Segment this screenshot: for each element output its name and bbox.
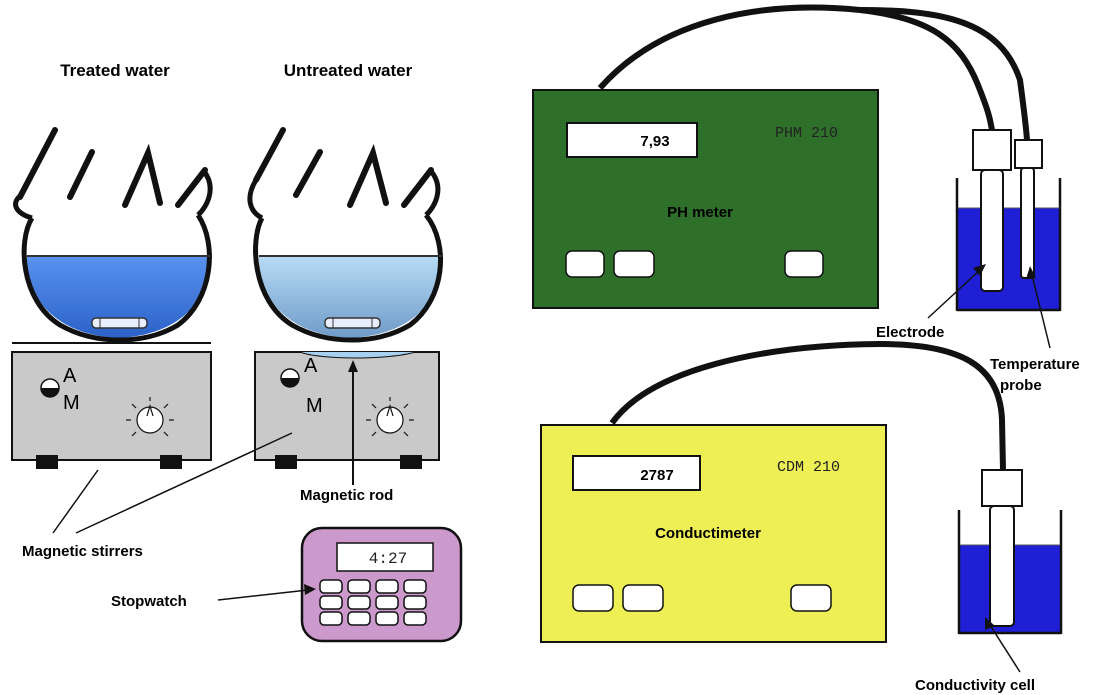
electrode-label: Electrode	[876, 324, 944, 341]
ph-meter-name: PH meter	[667, 204, 733, 221]
conductimeter-button-2	[622, 584, 664, 612]
magnetic-rod-label: Magnetic rod	[300, 487, 393, 504]
electrode-body	[980, 169, 1004, 292]
conductivity-cell-label: Conductivity cell	[915, 677, 1035, 694]
conductimeter-display	[572, 455, 701, 491]
stirrer-mark-m-2: M	[306, 395, 323, 417]
untreated-water-title: Untreated water	[284, 61, 413, 80]
ph-beaker	[955, 129, 1062, 312]
pointer-stirrer-1	[52, 469, 99, 534]
arrow-head-rod	[348, 360, 358, 372]
arrow-head-stopwatch	[304, 584, 316, 595]
conductivity-beaker	[957, 469, 1063, 635]
magnetic-rod-treated	[91, 317, 148, 329]
temp-cable	[859, 7, 1030, 141]
ph-button-1	[565, 250, 605, 278]
ph-cable	[597, 4, 995, 131]
conductimeter-name: Conductimeter	[655, 525, 761, 542]
ph-button-2	[613, 250, 655, 278]
conductimeter-reading: 2787	[640, 467, 673, 484]
treated-water-title: Treated water	[60, 61, 170, 80]
conductimeter: 2787 CDM 210 Conductimeter	[540, 424, 887, 643]
temperature-probe-body	[1020, 167, 1035, 279]
untreated-water-liquid	[258, 255, 442, 338]
untreated-flask	[247, 127, 444, 343]
conductivity-cell-head	[981, 469, 1023, 507]
conductimeter-button-3	[790, 584, 832, 612]
stirrer-mark-m: M	[63, 392, 80, 414]
pointer-temperature-probe	[1031, 274, 1051, 349]
magnetic-stirrer-treated: A M	[11, 342, 212, 469]
magnetic-stirrer-untreated: A M	[254, 351, 440, 469]
ph-display	[566, 122, 698, 158]
ph-reading: 7,93	[640, 133, 669, 150]
stopwatch-display	[336, 542, 434, 572]
pointer-electrode	[927, 269, 981, 319]
magnetic-stirrers-label: Magnetic stirrers	[22, 543, 143, 560]
temperature-probe-label-2: probe	[1000, 377, 1042, 394]
pointer-stirrer-2	[75, 432, 293, 534]
stopwatch: 4:27	[300, 526, 463, 643]
stirrer-mark-a: A	[63, 365, 77, 387]
conductimeter-model: CDM 210	[777, 459, 840, 476]
ph-meter: 7,93 PHM 210 PH meter	[532, 89, 879, 309]
stirrer-mark-a-2: A	[304, 355, 318, 377]
stopwatch-label: Stopwatch	[111, 593, 187, 610]
pointer-conductivity-cell	[989, 624, 1021, 673]
magnetic-rod-untreated	[324, 317, 381, 329]
electrode-head	[972, 129, 1012, 171]
temperature-probe-head	[1014, 139, 1043, 169]
treated-flask	[13, 127, 213, 343]
stirrer-knob-icon	[126, 397, 174, 437]
stopwatch-time: 4:27	[369, 550, 407, 568]
treated-water-liquid	[26, 255, 210, 338]
ph-model: PHM 210	[775, 125, 838, 142]
temperature-probe-label-1: Temperature	[990, 356, 1080, 373]
stopwatch-keypad	[319, 579, 427, 626]
conductivity-cell-body	[989, 505, 1015, 627]
conductimeter-button-1	[572, 584, 614, 612]
stirrer-knob-icon-2	[366, 397, 414, 437]
pointer-stopwatch	[217, 589, 309, 601]
conductimeter-cable	[609, 340, 1006, 471]
ph-button-3	[784, 250, 824, 278]
